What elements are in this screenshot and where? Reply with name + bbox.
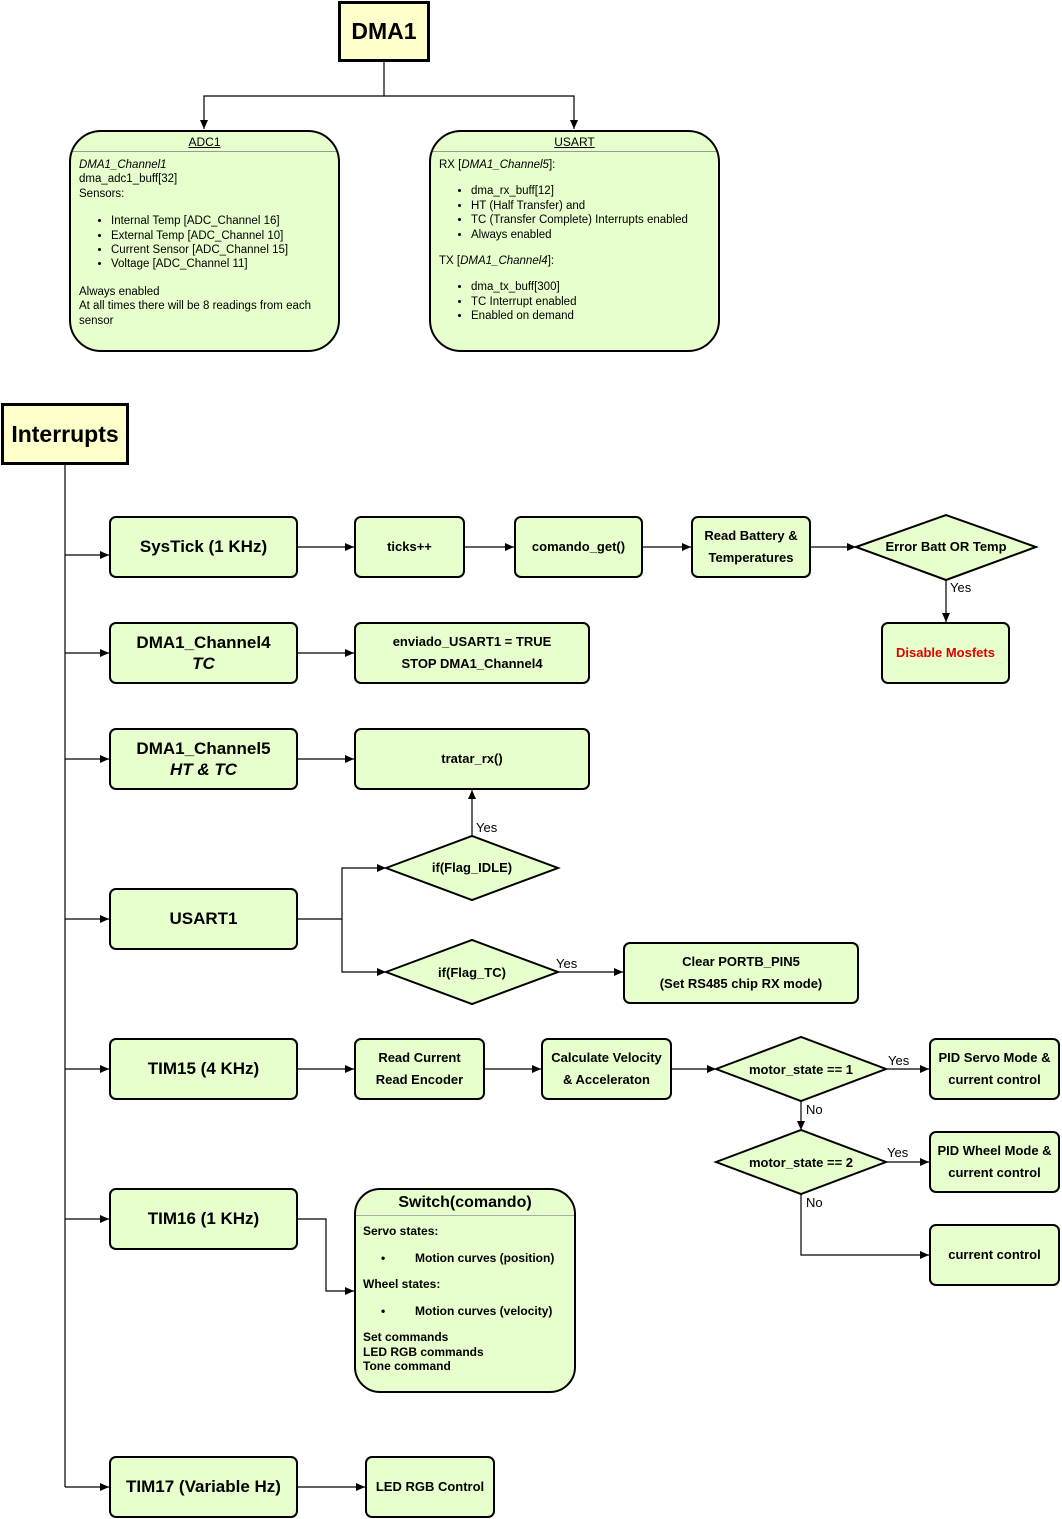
interrupts-title: Interrupts bbox=[11, 420, 119, 447]
motor-state-1-label: motor_state == 1 bbox=[748, 1062, 854, 1077]
systick-node: SysTick (1 KHz) bbox=[109, 516, 298, 578]
flag-tc-yes-label: Yes bbox=[556, 956, 578, 971]
tone-command-label: Tone command bbox=[363, 1359, 451, 1373]
switch-comando-panel: Switch(comando) Servo states: •Motion cu… bbox=[354, 1188, 576, 1393]
tim17-node: TIM17 (Variable Hz) bbox=[109, 1456, 298, 1518]
motor-state-2-label: motor_state == 2 bbox=[748, 1155, 854, 1170]
adc1-panel: ADC1 DMA1_Channel1 dma_adc1_buff[32] Sen… bbox=[69, 130, 340, 352]
usart-tx-list: dma_tx_buff[300] TC Interrupt enabled En… bbox=[439, 280, 710, 323]
usart-rx-label: RX [DMA1_Channel5]: bbox=[439, 159, 556, 171]
dma1-channel5-node: DMA1_Channel5 HT & TC bbox=[109, 728, 298, 790]
flag-idle-yes-label: Yes bbox=[476, 820, 498, 835]
list-item: Current Sensor [ADC_Channel 15] bbox=[111, 243, 330, 257]
adc1-note-readings: At all times there will be 8 readings fr… bbox=[79, 300, 312, 327]
error-check-label: Error Batt OR Temp bbox=[885, 539, 1007, 554]
state1-yes-label: Yes bbox=[888, 1053, 910, 1068]
read-current-encoder-node: Read Current Read Encoder bbox=[354, 1038, 485, 1100]
dma1-channel4-node: DMA1_Channel4 TC bbox=[109, 622, 298, 684]
servo-states-label: Servo states: bbox=[363, 1224, 439, 1238]
clear-portb-node: Clear PORTB_PIN5 (Set RS485 chip RX mode… bbox=[623, 942, 859, 1004]
switch-title: Switch(comando) bbox=[356, 1190, 574, 1216]
ch4-action-node: enviado_USART1 = TRUE STOP DMA1_Channel4 bbox=[354, 622, 590, 684]
current-control-node: current control bbox=[929, 1224, 1060, 1286]
set-commands-label: Set commands bbox=[363, 1330, 449, 1344]
error-check-diamond bbox=[853, 513, 1039, 582]
dma1-title: DMA1 bbox=[351, 18, 417, 44]
comando-get-node: comando_get() bbox=[514, 516, 643, 578]
dma1-connector bbox=[200, 62, 385, 129]
adc1-note-enabled: Always enabled bbox=[79, 285, 160, 298]
list-item: External Temp [ADC_Channel 10] bbox=[111, 229, 330, 243]
usart1-node: USART1 bbox=[109, 888, 298, 950]
list-item: HT (Half Transfer) and bbox=[471, 199, 710, 213]
adc1-channel: DMA1_Channel1 bbox=[79, 159, 167, 171]
pid-servo-node: PID Servo Mode & current control bbox=[929, 1038, 1060, 1100]
usart-panel: USART RX [DMA1_Channel5]: dma_rx_buff[12… bbox=[429, 130, 720, 352]
tratar-rx-node: tratar_rx() bbox=[354, 728, 590, 790]
usart-title: USART bbox=[431, 132, 718, 152]
flag-tc-label: if(Flag_TC) bbox=[438, 965, 506, 980]
error-yes-label: Yes bbox=[950, 580, 972, 595]
state2-yes-label: Yes bbox=[887, 1145, 909, 1160]
tim15-node: TIM15 (4 KHz) bbox=[109, 1038, 298, 1100]
led-commands-label: LED RGB commands bbox=[363, 1344, 484, 1359]
state2-no-label: No bbox=[806, 1195, 823, 1210]
adc1-buffer: dma_adc1_buff[32] bbox=[79, 173, 178, 186]
list-item: Voltage [ADC_Channel 11] bbox=[111, 257, 330, 271]
interrupts-header: Interrupts bbox=[1, 403, 129, 465]
list-item: Internal Temp [ADC_Channel 16] bbox=[111, 214, 330, 228]
list-item: •Motion curves (position) bbox=[381, 1250, 555, 1265]
state1-no-label: No bbox=[806, 1102, 823, 1117]
usart-tx-label: TX [DMA1_Channel4]: bbox=[439, 255, 555, 268]
dma1-usart-connector bbox=[384, 95, 578, 129]
wheel-states-label: Wheel states: bbox=[363, 1277, 441, 1291]
ticks-node: ticks++ bbox=[354, 516, 465, 578]
adc1-title: ADC1 bbox=[71, 132, 338, 152]
calc-velocity-node: Calculate Velocity & Acceleraton bbox=[541, 1038, 672, 1100]
pid-wheel-node: PID Wheel Mode & current control bbox=[929, 1131, 1060, 1193]
adc1-sensors-label: Sensors: bbox=[79, 187, 125, 200]
list-item: Always enabled bbox=[471, 228, 710, 242]
led-rgb-control-node: LED RGB Control bbox=[365, 1456, 495, 1518]
list-item: •Motion curves (velocity) bbox=[381, 1303, 553, 1318]
list-item: TC Interrupt enabled bbox=[471, 295, 710, 309]
flag-idle-diamond bbox=[383, 834, 561, 902]
flag-tc-diamond bbox=[383, 938, 561, 1006]
read-battery-node: Read Battery & Temperatures bbox=[691, 516, 811, 578]
usart-rx-list: dma_rx_buff[12] HT (Half Transfer) and T… bbox=[439, 184, 710, 242]
dma1-header: DMA1 bbox=[338, 1, 430, 62]
list-item: Enabled on demand bbox=[471, 309, 710, 323]
motor-state-2-diamond bbox=[713, 1128, 889, 1196]
tim16-node: TIM16 (1 KHz) bbox=[109, 1188, 298, 1250]
motor-state-1-diamond bbox=[713, 1035, 889, 1103]
list-item: TC (Transfer Complete) Interrupts enable… bbox=[471, 213, 710, 227]
adc1-sensor-list: Internal Temp [ADC_Channel 16] External … bbox=[79, 214, 330, 272]
list-item: dma_tx_buff[300] bbox=[471, 280, 710, 294]
flag-idle-label: if(Flag_IDLE) bbox=[431, 860, 513, 875]
list-item: dma_rx_buff[12] bbox=[471, 184, 710, 198]
disable-mosfets-node: Disable Mosfets bbox=[881, 622, 1010, 684]
